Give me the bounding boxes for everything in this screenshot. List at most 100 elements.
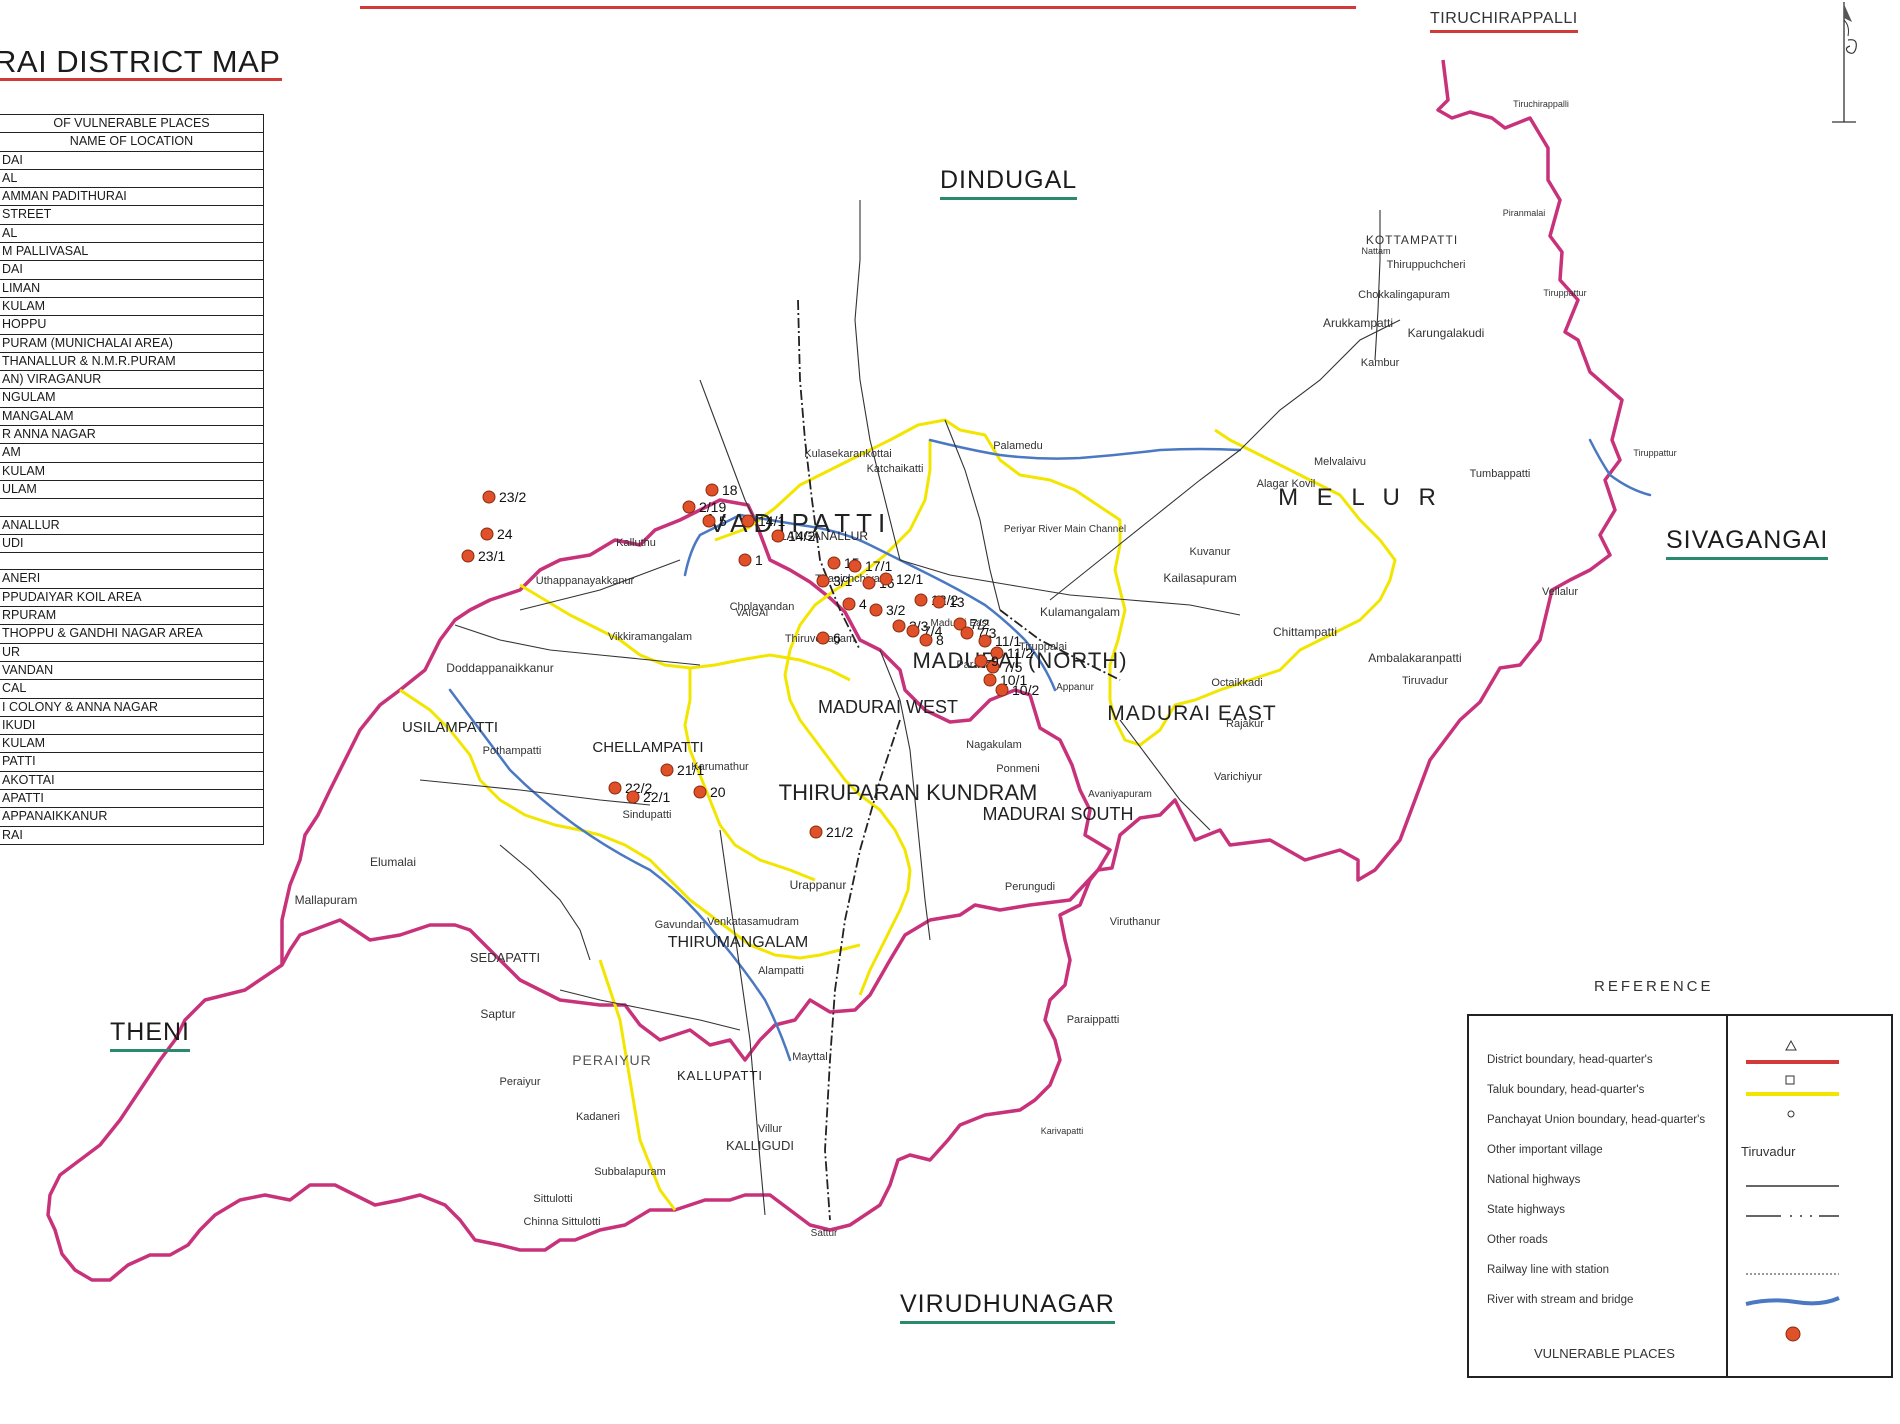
label-kulasekarankottai: Kulasekarankottai <box>804 448 891 460</box>
vulnerable-place-dot-icon <box>816 574 830 588</box>
label-alanganallur: ALANGANALLUR <box>772 529 868 543</box>
legend-row: Taluk boundary, head-quarter's <box>1487 1084 1645 1096</box>
neighbor-theni: THENI <box>110 1018 190 1052</box>
marker-label: 6 <box>833 630 841 646</box>
rivers <box>448 438 1652 1062</box>
list-item: ULAM <box>0 479 264 499</box>
label-kottampatti: KOTTAMPATTI <box>1366 233 1458 247</box>
label-palamedu: Palamedu <box>993 440 1043 452</box>
list-item: ANALLUR <box>0 515 264 535</box>
marker-label: 2/19 <box>699 499 726 515</box>
label-tiruppattur-e: Tiruppattur <box>1633 448 1676 458</box>
vulnerable-place-dot-icon <box>682 500 696 514</box>
vulnerable-place-dot-icon <box>626 790 640 804</box>
vulnerable-place-dot-icon <box>741 514 755 528</box>
legend-row: State highways <box>1487 1204 1565 1216</box>
label-saptur: Saptur <box>480 1007 515 1021</box>
label-sindupatti: Sindupatti <box>623 809 672 821</box>
vulnerable-place-dot-icon <box>983 673 997 687</box>
list-item: KULAM <box>0 734 264 753</box>
label-madurai-west: MADURAI WEST <box>818 697 958 717</box>
list-column-header: NAME OF LOCATION <box>0 132 264 152</box>
label-gavundan: Gavundan <box>655 919 706 931</box>
label-alampatti: Alampatti <box>758 965 804 977</box>
label-paraippatti: Paraippatti <box>1067 1014 1120 1026</box>
list-item: RAI <box>0 825 264 845</box>
label-thiruparankundram: THIRUPARAN KUNDRAM <box>779 780 1038 805</box>
vulnerable-place-dot-icon <box>862 576 876 590</box>
list-item: LIMAN <box>0 278 264 298</box>
label-alagar-kovil: Alagar Kovil <box>1257 478 1316 490</box>
label-madurai-east: MADURAI EAST <box>1107 702 1277 725</box>
marker-label: 21/2 <box>826 824 853 840</box>
marker-label: 23/1 <box>478 548 505 564</box>
vulnerable-place-dot-icon <box>990 646 1004 660</box>
marker-label: 24 <box>497 526 513 542</box>
list-item: VANDAN <box>0 660 264 680</box>
legend-sample-village: Tiruvadur <box>1741 1144 1796 1159</box>
vulnerable-place-dot-icon <box>660 763 674 777</box>
neighbor-sivagangai: SIVAGANGAI <box>1666 526 1829 560</box>
label-perungudi: Perungudi <box>1005 881 1055 893</box>
title-underline <box>0 78 282 81</box>
label-kadaneri: Kadaneri <box>576 1111 620 1123</box>
label-mallapuram: Mallapuram <box>295 893 358 907</box>
marker-label: 18 <box>722 482 738 498</box>
vulnerable-place-dot-icon <box>738 553 752 567</box>
marker-label: 4 <box>859 596 867 612</box>
list-item: AM <box>0 443 264 463</box>
label-appanur: Appanur <box>1056 682 1094 693</box>
label-karungalakudi: Karungalakudi <box>1408 326 1485 340</box>
label-vaigai: VAIGAI <box>736 608 769 619</box>
vulnerable-place-dot-icon <box>693 785 707 799</box>
label-ponmeni: Ponmeni <box>996 763 1039 775</box>
marker-label: 14/1 <box>758 513 785 529</box>
label-sedapatti: SEDAPATTI <box>470 950 540 965</box>
vulnerable-place-dot-icon <box>869 603 883 617</box>
list-item: DAI <box>0 150 264 170</box>
label-madurai-south: MADURAI SOUTH <box>982 804 1133 824</box>
legend-row: National highways <box>1487 1174 1581 1186</box>
label-mayttal: Mayttal <box>792 1051 827 1063</box>
marker-label: 10/2 <box>1012 682 1039 698</box>
list-item: PPUDAIYAR KOIL AREA <box>0 587 264 607</box>
marker-label: 1 <box>755 552 763 568</box>
label-kalligudi: KALLIGUDI <box>726 1138 794 1153</box>
list-item: AMMAN PADITHURAI <box>0 187 264 206</box>
list-item: APPANAIKKANUR <box>0 807 264 827</box>
vulnerable-place-dot-icon <box>482 490 496 504</box>
label-melvalaivu: Melvalaivu <box>1314 456 1366 468</box>
label-kuvanur: Kuvanur <box>1190 546 1231 558</box>
list-item: AL <box>0 223 264 243</box>
label-melur: M E L U R <box>1278 484 1442 511</box>
legend-row: River with stream and bridge <box>1487 1294 1634 1306</box>
marker-label: 20 <box>710 784 726 800</box>
list-item: UR <box>0 642 264 662</box>
label-tiruppattur: Tiruppattur <box>1543 288 1586 298</box>
marker-label: 7/5 <box>1003 659 1023 675</box>
neighbor-virudhunagar: VIRUDHUNAGAR <box>900 1290 1115 1324</box>
vulnerable-place-dot-icon <box>848 559 862 573</box>
vulnerable-place-dot-icon <box>879 572 893 586</box>
label-venkatasamudram: Venkatasamudram <box>707 916 799 928</box>
vulnerable-place-dot-icon <box>986 660 1000 674</box>
vulnerable-place-dot-icon <box>978 634 992 648</box>
label-arukkampatti: Arukkampatti <box>1323 316 1393 330</box>
label-rajakur: Rajakur <box>1226 718 1264 730</box>
legend-row: Other important village <box>1487 1144 1603 1156</box>
vulnerable-place-dot-icon <box>705 483 719 497</box>
marker-label: 3/2 <box>886 602 906 618</box>
label-tiruppalai: Tiruppalai <box>1019 641 1067 653</box>
list-item: R ANNA NAGAR <box>0 425 264 444</box>
label-thirumangalam: THIRUMANGALAM <box>668 934 808 951</box>
label-subbalapuram: Subbalapuram <box>594 1166 666 1178</box>
marker-label: 17/1 <box>865 558 892 574</box>
label-kulamangalam: Kulamangalam <box>1040 605 1120 619</box>
label-chokkalingapuram: Chokkalingapuram <box>1358 289 1450 301</box>
label-urappanur: Urappanur <box>790 878 847 892</box>
label-uthappanayakkanur: Uthappanayakkanur <box>536 575 635 587</box>
label-chinna-sittulotti: Chinna Sittulotti <box>523 1216 600 1228</box>
marker-label: 11/2 <box>1007 645 1033 661</box>
label-vikkiramangalam: Vikkiramangalam <box>608 631 692 643</box>
